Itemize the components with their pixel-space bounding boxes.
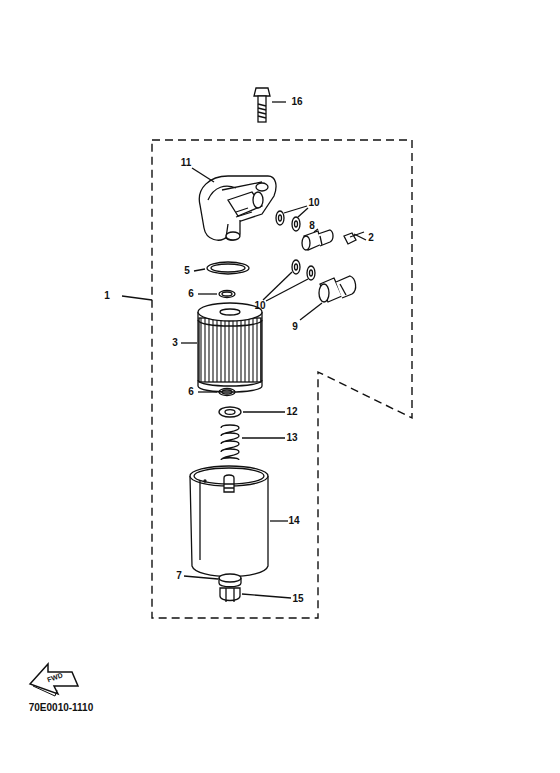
callout-number: 8 (309, 221, 315, 231)
callout-number: 6 (188, 387, 194, 397)
callout-number: 3 (172, 338, 178, 348)
callout-number: 7 (176, 571, 182, 581)
callout-number: 9 (292, 322, 298, 332)
diagram-code: 70E0010-1110 (29, 703, 94, 713)
callout-number: 10 (308, 198, 319, 208)
callout-number: 11 (181, 158, 192, 168)
callout-number: 6 (188, 289, 194, 299)
callout-number: 12 (286, 407, 297, 417)
callout-number: 16 (291, 97, 302, 107)
callout-number: 10 (254, 301, 265, 311)
callout-number: 14 (288, 516, 299, 526)
callout-number: 1 (104, 291, 110, 301)
callout-number: 13 (286, 433, 297, 443)
callout-number: 2 (368, 233, 374, 243)
callout-number: 15 (292, 594, 303, 604)
callout-number: 5 (184, 266, 190, 276)
